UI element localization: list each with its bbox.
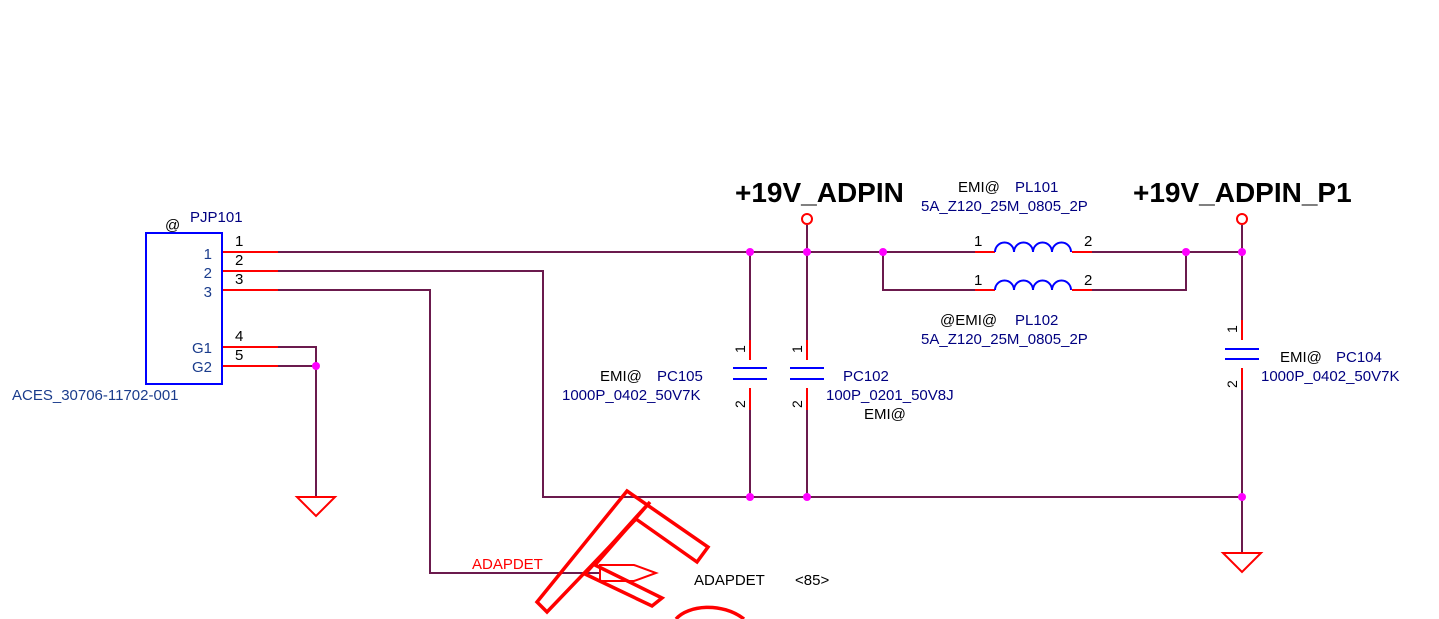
capacitor-value: 1000P_0402_50V7K (1261, 368, 1399, 385)
wires (278, 225, 1243, 574)
inductor-ref: PL101 (1015, 179, 1058, 196)
net-flag-rail-out[interactable]: +19V_ADPIN_P1 (1133, 177, 1352, 225)
adapdet-page-ref: <85> (795, 572, 829, 589)
inductor-pl102[interactable]: @EMI@ PL102 5A_Z120_25M_0805_2P 1 2 (921, 272, 1092, 348)
connector-pin-name: G1 (192, 340, 212, 357)
connector-pin-name: 2 (204, 265, 212, 282)
power-flag-circle (801, 213, 813, 225)
adapdet-net[interactable]: ADAPDET ADAPDET <85> (472, 556, 829, 589)
inductor-ref: PL102 (1015, 312, 1058, 329)
capacitor-pc105[interactable]: 1 2 EMI@ PC105 1000P_0402_50V7K (562, 345, 767, 408)
capacitor-suffix: EMI@ (864, 406, 906, 423)
capacitor-ref: PC102 (843, 368, 889, 385)
inductor-pin-number: 2 (1084, 233, 1092, 250)
net-label-rail-out: +19V_ADPIN_P1 (1133, 177, 1352, 208)
capacitor-pin-number: 2 (789, 400, 805, 408)
watermark-stroke (534, 488, 711, 615)
wire-pl102-branch (882, 252, 995, 291)
connector-ref: PJP101 (190, 209, 243, 226)
off-page-connector (599, 564, 659, 582)
connector-pin-number: 4 (235, 328, 243, 345)
net-label-rail-in: +19V_ADPIN (735, 177, 904, 208)
ground-symbol (294, 496, 338, 518)
capacitor-pin-number: 1 (732, 345, 748, 353)
inductor-pin-number: 1 (974, 272, 982, 289)
capacitor-pin-number: 1 (789, 345, 805, 353)
wire-connector-ground (278, 346, 317, 497)
ground-symbol (1220, 552, 1264, 574)
connector-pin-name: 1 (204, 246, 212, 263)
power-flag-circle (1236, 213, 1248, 225)
inductor-prefix: EMI@ (958, 179, 1000, 196)
watermark (534, 488, 746, 619)
capacitor-pc102[interactable]: 1 2 PC102 100P_0201_50V8J EMI@ (789, 345, 954, 423)
inductor-pl101[interactable]: EMI@ PL101 5A_Z120_25M_0805_2P 1 2 (921, 179, 1092, 253)
junctions (312, 248, 1246, 501)
inductor-coil (994, 241, 1072, 253)
wire-adapdet (278, 289, 600, 574)
wire-pl102-return (1072, 252, 1187, 291)
adapdet-port-label: ADAPDET (694, 572, 765, 589)
connector-pin-number: 3 (235, 271, 243, 288)
inductor-prefix: @EMI@ (940, 312, 997, 329)
pin-stubs (222, 251, 1243, 410)
inductor-pin-number: 1 (974, 233, 982, 250)
capacitor-value: 100P_0201_50V8J (826, 387, 954, 404)
capacitor-value: 1000P_0402_50V7K (562, 387, 700, 404)
connector-pin-name: G2 (192, 359, 212, 376)
net-flag-rail-in[interactable]: +19V_ADPIN (735, 177, 904, 225)
capacitor-pin-number: 2 (1224, 380, 1240, 388)
capacitor-prefix: EMI@ (600, 368, 642, 385)
connector-pjp101[interactable]: @ PJP101 ACES_30706-11702-001 1 2 3 G1 G… (12, 209, 243, 404)
connector-pin-name: 3 (204, 284, 212, 301)
inductor-coil (994, 279, 1072, 291)
wire-ground-return (278, 270, 1242, 498)
connector-body (145, 232, 223, 385)
watermark-arc (674, 605, 746, 619)
connector-pin-number: 1 (235, 233, 243, 250)
connector-prefix: @ (165, 217, 180, 234)
capacitor-pc104[interactable]: 1 2 EMI@ PC104 1000P_0402_50V7K (1224, 325, 1399, 388)
inductor-value: 5A_Z120_25M_0805_2P (921, 198, 1088, 215)
capacitor-prefix: EMI@ (1280, 349, 1322, 366)
connector-pin-number: 2 (235, 252, 243, 269)
capacitor-ref: PC105 (657, 368, 703, 385)
capacitor-pin-number: 2 (732, 400, 748, 408)
adapdet-wire-label: ADAPDET (472, 556, 543, 573)
connector-pin-number: 5 (235, 347, 243, 364)
capacitor-ref: PC104 (1336, 349, 1382, 366)
watermark-stroke (582, 500, 666, 609)
inductor-value: 5A_Z120_25M_0805_2P (921, 331, 1088, 348)
inductor-pin-number: 2 (1084, 272, 1092, 289)
connector-part: ACES_30706-11702-001 (12, 387, 179, 404)
capacitor-pin-number: 1 (1224, 325, 1240, 333)
